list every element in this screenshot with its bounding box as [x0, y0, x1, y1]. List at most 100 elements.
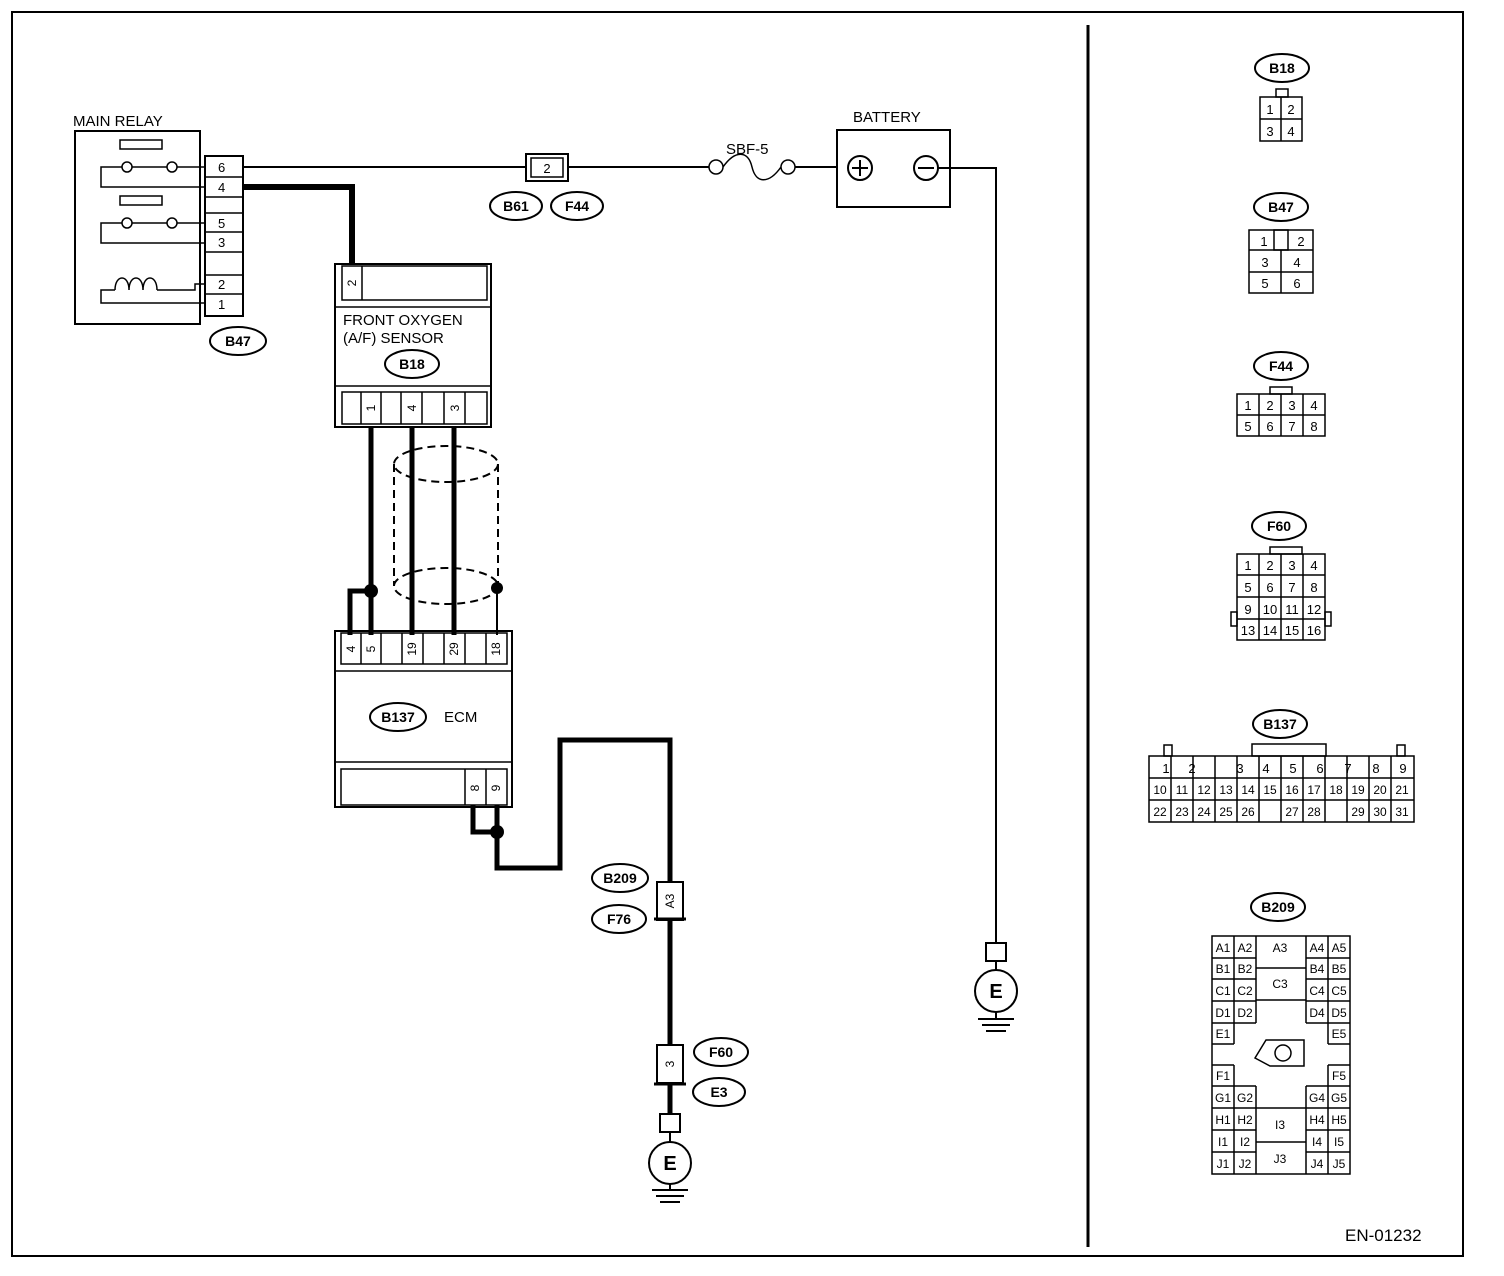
svg-text:J4: J4 [1311, 1157, 1324, 1171]
svg-text:A5: A5 [1332, 941, 1347, 955]
svg-text:C2: C2 [1237, 984, 1253, 998]
svg-text:I4: I4 [1312, 1135, 1322, 1149]
svg-text:I2: I2 [1240, 1135, 1250, 1149]
ground-ecm: E [648, 1113, 692, 1203]
svg-text:E: E [663, 1153, 676, 1175]
sensor-label: FRONT OXYGEN [343, 312, 463, 329]
svg-text:4: 4 [1262, 761, 1269, 776]
svg-text:15: 15 [1263, 783, 1277, 797]
svg-text:1: 1 [1244, 398, 1251, 413]
svg-text:G4: G4 [1309, 1091, 1325, 1105]
svg-text:7: 7 [1288, 419, 1295, 434]
svg-text:20: 20 [1373, 783, 1387, 797]
main-relay: MAIN RELAY 6 4 5 3 2 1 B47 [73, 113, 267, 356]
svg-text:A4: A4 [1310, 941, 1325, 955]
svg-text:J5: J5 [1333, 1157, 1346, 1171]
relay-pin: 1 [218, 297, 225, 312]
svg-text:26: 26 [1241, 805, 1255, 819]
svg-text:G1: G1 [1215, 1091, 1231, 1105]
connector-tag-b61 [489, 191, 543, 221]
svg-text:8: 8 [1372, 761, 1379, 776]
svg-text:11: 11 [1176, 783, 1189, 797]
svg-text:1: 1 [1260, 234, 1267, 249]
svg-text:6: 6 [1266, 580, 1273, 595]
svg-text:A3: A3 [1273, 941, 1288, 955]
svg-text:B47: B47 [1268, 199, 1294, 215]
svg-text:4: 4 [1310, 398, 1317, 413]
connector-tag-b47 [209, 326, 267, 356]
svg-text:G2: G2 [1237, 1091, 1253, 1105]
connector-view-b209: B209 [1211, 892, 1351, 1175]
svg-text:3: 3 [663, 1060, 677, 1067]
svg-text:23: 23 [1175, 805, 1189, 819]
svg-text:7: 7 [1288, 580, 1295, 595]
svg-text:A1: A1 [1216, 941, 1231, 955]
svg-text:B2: B2 [1238, 962, 1253, 976]
svg-text:27: 27 [1285, 805, 1299, 819]
svg-text:8: 8 [468, 784, 482, 791]
svg-text:D4: D4 [1309, 1006, 1325, 1020]
svg-text:B209: B209 [1261, 899, 1295, 915]
svg-text:1: 1 [1162, 761, 1169, 776]
svg-text:D5: D5 [1331, 1006, 1347, 1020]
svg-text:D1: D1 [1215, 1006, 1231, 1020]
svg-text:E: E [989, 981, 1002, 1003]
svg-text:5: 5 [1244, 580, 1251, 595]
ecm-label: ECM [444, 709, 477, 726]
svg-text:17: 17 [1307, 783, 1321, 797]
svg-text:F44: F44 [565, 198, 589, 214]
svg-text:1: 1 [364, 404, 378, 411]
svg-text:B209: B209 [603, 870, 637, 886]
svg-text:8: 8 [1310, 419, 1317, 434]
svg-text:F60: F60 [1267, 518, 1291, 534]
svg-text:G5: G5 [1331, 1091, 1347, 1105]
svg-text:2: 2 [1297, 234, 1304, 249]
svg-text:B137: B137 [1263, 716, 1297, 732]
connector-view-f44: F44 1 2 3 4 5 6 7 8 [1236, 351, 1326, 437]
connector-tag-f44 [550, 191, 604, 221]
svg-text:A3: A3 [663, 893, 677, 908]
svg-text:3: 3 [448, 404, 462, 411]
relay-pin: 2 [218, 277, 225, 292]
svg-text:2: 2 [1188, 761, 1195, 776]
battery-label: BATTERY [853, 109, 921, 126]
svg-text:I5: I5 [1334, 1135, 1344, 1149]
svg-text:B4: B4 [1310, 962, 1325, 976]
svg-text:B18: B18 [399, 356, 425, 372]
svg-text:16: 16 [1285, 783, 1299, 797]
svg-text:2: 2 [543, 161, 550, 176]
svg-text:B1: B1 [1216, 962, 1231, 976]
svg-text:E5: E5 [1332, 1027, 1347, 1041]
connector-b61-f44: 2 B61 F44 [489, 153, 604, 221]
svg-text:7: 7 [1344, 761, 1351, 776]
svg-text:H1: H1 [1215, 1113, 1231, 1127]
svg-text:24: 24 [1197, 805, 1211, 819]
battery-positive-icon [847, 155, 873, 181]
svg-text:18: 18 [489, 642, 503, 656]
svg-text:4: 4 [1287, 124, 1294, 139]
svg-text:5: 5 [1244, 419, 1251, 434]
svg-text:C4: C4 [1309, 984, 1325, 998]
wire-ecm-pin8 [470, 805, 497, 835]
svg-text:SBF-5: SBF-5 [726, 141, 769, 158]
connector-tag-b209 [591, 863, 649, 893]
svg-text:3: 3 [1261, 255, 1268, 270]
relay-pin: 5 [218, 216, 225, 231]
svg-text:9: 9 [1244, 602, 1251, 617]
svg-text:I1: I1 [1218, 1135, 1228, 1149]
svg-text:3: 3 [1236, 761, 1243, 776]
svg-text:4: 4 [1310, 558, 1317, 573]
svg-text:28: 28 [1307, 805, 1321, 819]
svg-text:H4: H4 [1309, 1113, 1325, 1127]
svg-text:3: 3 [1288, 558, 1295, 573]
connector-tag-f76 [591, 904, 647, 934]
svg-text:5: 5 [1261, 276, 1268, 291]
svg-text:3: 3 [1266, 124, 1273, 139]
svg-text:29: 29 [1351, 805, 1365, 819]
svg-text:4: 4 [405, 404, 419, 411]
svg-text:9: 9 [489, 784, 503, 791]
svg-text:5: 5 [1289, 761, 1296, 776]
connector-view-b18: B18 1 2 3 4 [1254, 53, 1310, 142]
svg-text:F1: F1 [1216, 1069, 1230, 1083]
svg-text:12: 12 [1197, 783, 1211, 797]
